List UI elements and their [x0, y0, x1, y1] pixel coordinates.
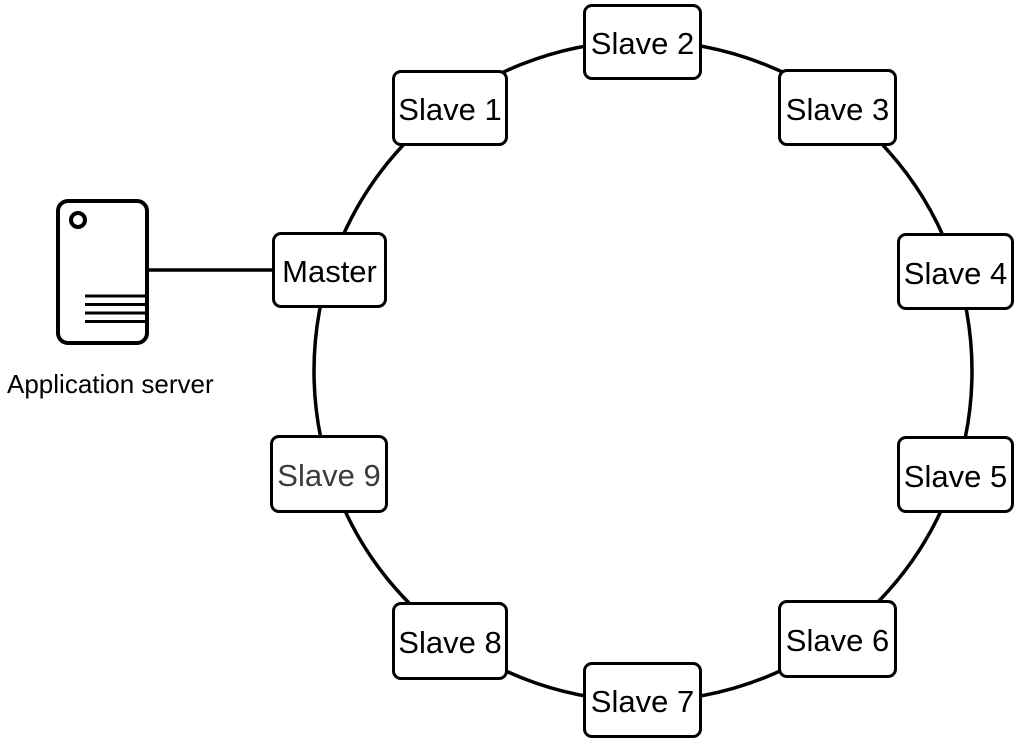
node-slave-9: Slave 9 — [270, 435, 388, 513]
application-server-icon — [56, 199, 149, 345]
node-slave-3: Slave 3 — [778, 69, 897, 146]
node-slave-7: Slave 7 — [583, 662, 702, 738]
node-slave-2: Slave 2 — [583, 4, 702, 80]
server-vents — [85, 294, 145, 323]
application-server-label: Application server — [7, 369, 214, 399]
node-slave-4: Slave 4 — [897, 233, 1014, 310]
node-slave-6: Slave 6 — [778, 600, 897, 678]
node-master: Master — [272, 232, 387, 308]
node-slave-8: Slave 8 — [392, 602, 508, 680]
node-slave-5: Slave 5 — [897, 436, 1014, 513]
node-slave-1: Slave 1 — [392, 70, 508, 146]
server-body — [56, 199, 149, 345]
server-power-light — [69, 211, 87, 229]
